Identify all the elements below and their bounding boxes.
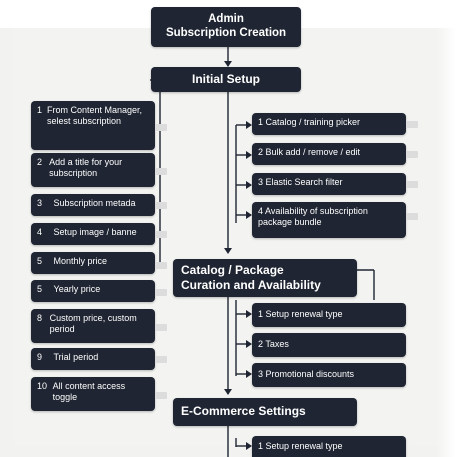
left-item-1-tab (155, 124, 167, 131)
left-item-9-tab (155, 392, 167, 399)
left-item-5-text: Monthly price (53, 256, 108, 266)
left-item-5: 5 Monthly price (31, 252, 155, 274)
catalog-item-3: 3 Elastic Search filter (252, 173, 406, 195)
catalog-item-4-text: 4 Availability of subscription package b… (258, 206, 368, 227)
left-item-6-tab (155, 289, 167, 296)
initial-setup-label: Initial Setup (191, 72, 260, 86)
left-item-4-num: 4 (37, 227, 43, 237)
ecommerce-item-1-text: 1 Setup renewal type (258, 441, 343, 451)
title-line-2: Subscription Creation (165, 27, 287, 39)
left-item-4-tab (155, 231, 167, 238)
curation-item-3: 3 Promotional discounts (252, 363, 406, 387)
left-item-7-tab (155, 324, 167, 331)
left-item-6: 5 Yearly price (31, 280, 155, 302)
left-item-1-num: 1 (37, 105, 43, 115)
catalog-item-1-text: 1 Catalog / training picker (258, 117, 361, 127)
curation-item-2-text: 2 Taxes (258, 339, 289, 349)
left-item-7: 8 Custom price, custom period (31, 309, 155, 343)
curation-item-3-text: 3 Promotional discounts (258, 369, 355, 379)
left-item-3-text: Subscription metada (53, 198, 136, 208)
left-item-8-tab (155, 356, 167, 363)
ecommerce-label: E-Commerce Settings (181, 404, 306, 418)
left-item-5-num: 5 (37, 256, 43, 266)
title-line-1: Admin (208, 13, 244, 25)
left-item-1-text: From Content Manager, selest subscriptio… (46, 105, 142, 126)
left-item-6-num: 5 (37, 284, 43, 294)
catalog-item-1-tab (406, 121, 418, 128)
catalog-item-2: 2 Bulk add / remove / edit (252, 143, 406, 165)
left-item-5-tab (155, 262, 167, 269)
left-item-7-text: Custom price, custom period (49, 313, 137, 334)
left-item-1: 1 From Content Manager, selest subscript… (31, 101, 155, 150)
left-item-8-num: 9 (37, 352, 43, 362)
left-item-3-tab (155, 202, 167, 209)
left-item-9-text: All content access toggle (52, 381, 126, 402)
ecommerce-item-1: 1 Setup renewal type (252, 436, 406, 457)
catalog-curation-line-1: Catalog / Package (181, 263, 284, 277)
left-item-2-text: Add a title for your subscription (49, 157, 123, 178)
left-item-9-num: 10 (37, 381, 48, 391)
initial-setup-box: Initial Setup (151, 67, 301, 92)
left-item-8: 9 Trial period (31, 348, 155, 370)
catalog-item-3-text: 3 Elastic Search filter (258, 177, 343, 187)
left-item-4-text: Setup image / banne (53, 227, 137, 237)
catalog-curation-line-2: Curation and Availability (181, 278, 321, 292)
left-item-2: 2 Add a title for your subscription (31, 153, 155, 187)
left-item-8-text: Trial period (53, 352, 99, 362)
left-item-2-num: 2 (37, 157, 43, 167)
left-item-4: 4 Setup image / banne (31, 223, 155, 245)
curation-item-1-text: 1 Setup renewal type (258, 309, 343, 319)
catalog-item-4-tab (406, 213, 418, 220)
right-edge-shade (436, 0, 456, 457)
left-item-3-num: 3 (37, 198, 43, 208)
curation-item-2: 2 Taxes (252, 333, 406, 357)
catalog-item-2-tab (406, 151, 418, 158)
catalog-item-3-tab (406, 181, 418, 188)
ecommerce-box: E-Commerce Settings (173, 398, 357, 426)
catalog-curation-box: Catalog / Package Curation and Availabil… (173, 259, 357, 297)
left-item-2-tab (155, 168, 167, 175)
left-item-9: 10 All content access toggle (31, 377, 155, 411)
catalog-item-1: 1 Catalog / training picker (252, 113, 406, 135)
title-box: Admin Subscription Creation (151, 7, 301, 47)
curation-item-1: 1 Setup renewal type (252, 303, 406, 327)
left-item-3: 3 Subscription metada (31, 194, 155, 216)
catalog-item-4: 4 Availability of subscription package b… (252, 202, 406, 238)
catalog-item-2-text: 2 Bulk add / remove / edit (258, 147, 361, 157)
left-item-6-text: Yearly price (53, 284, 101, 294)
left-item-7-num: 8 (37, 313, 43, 323)
